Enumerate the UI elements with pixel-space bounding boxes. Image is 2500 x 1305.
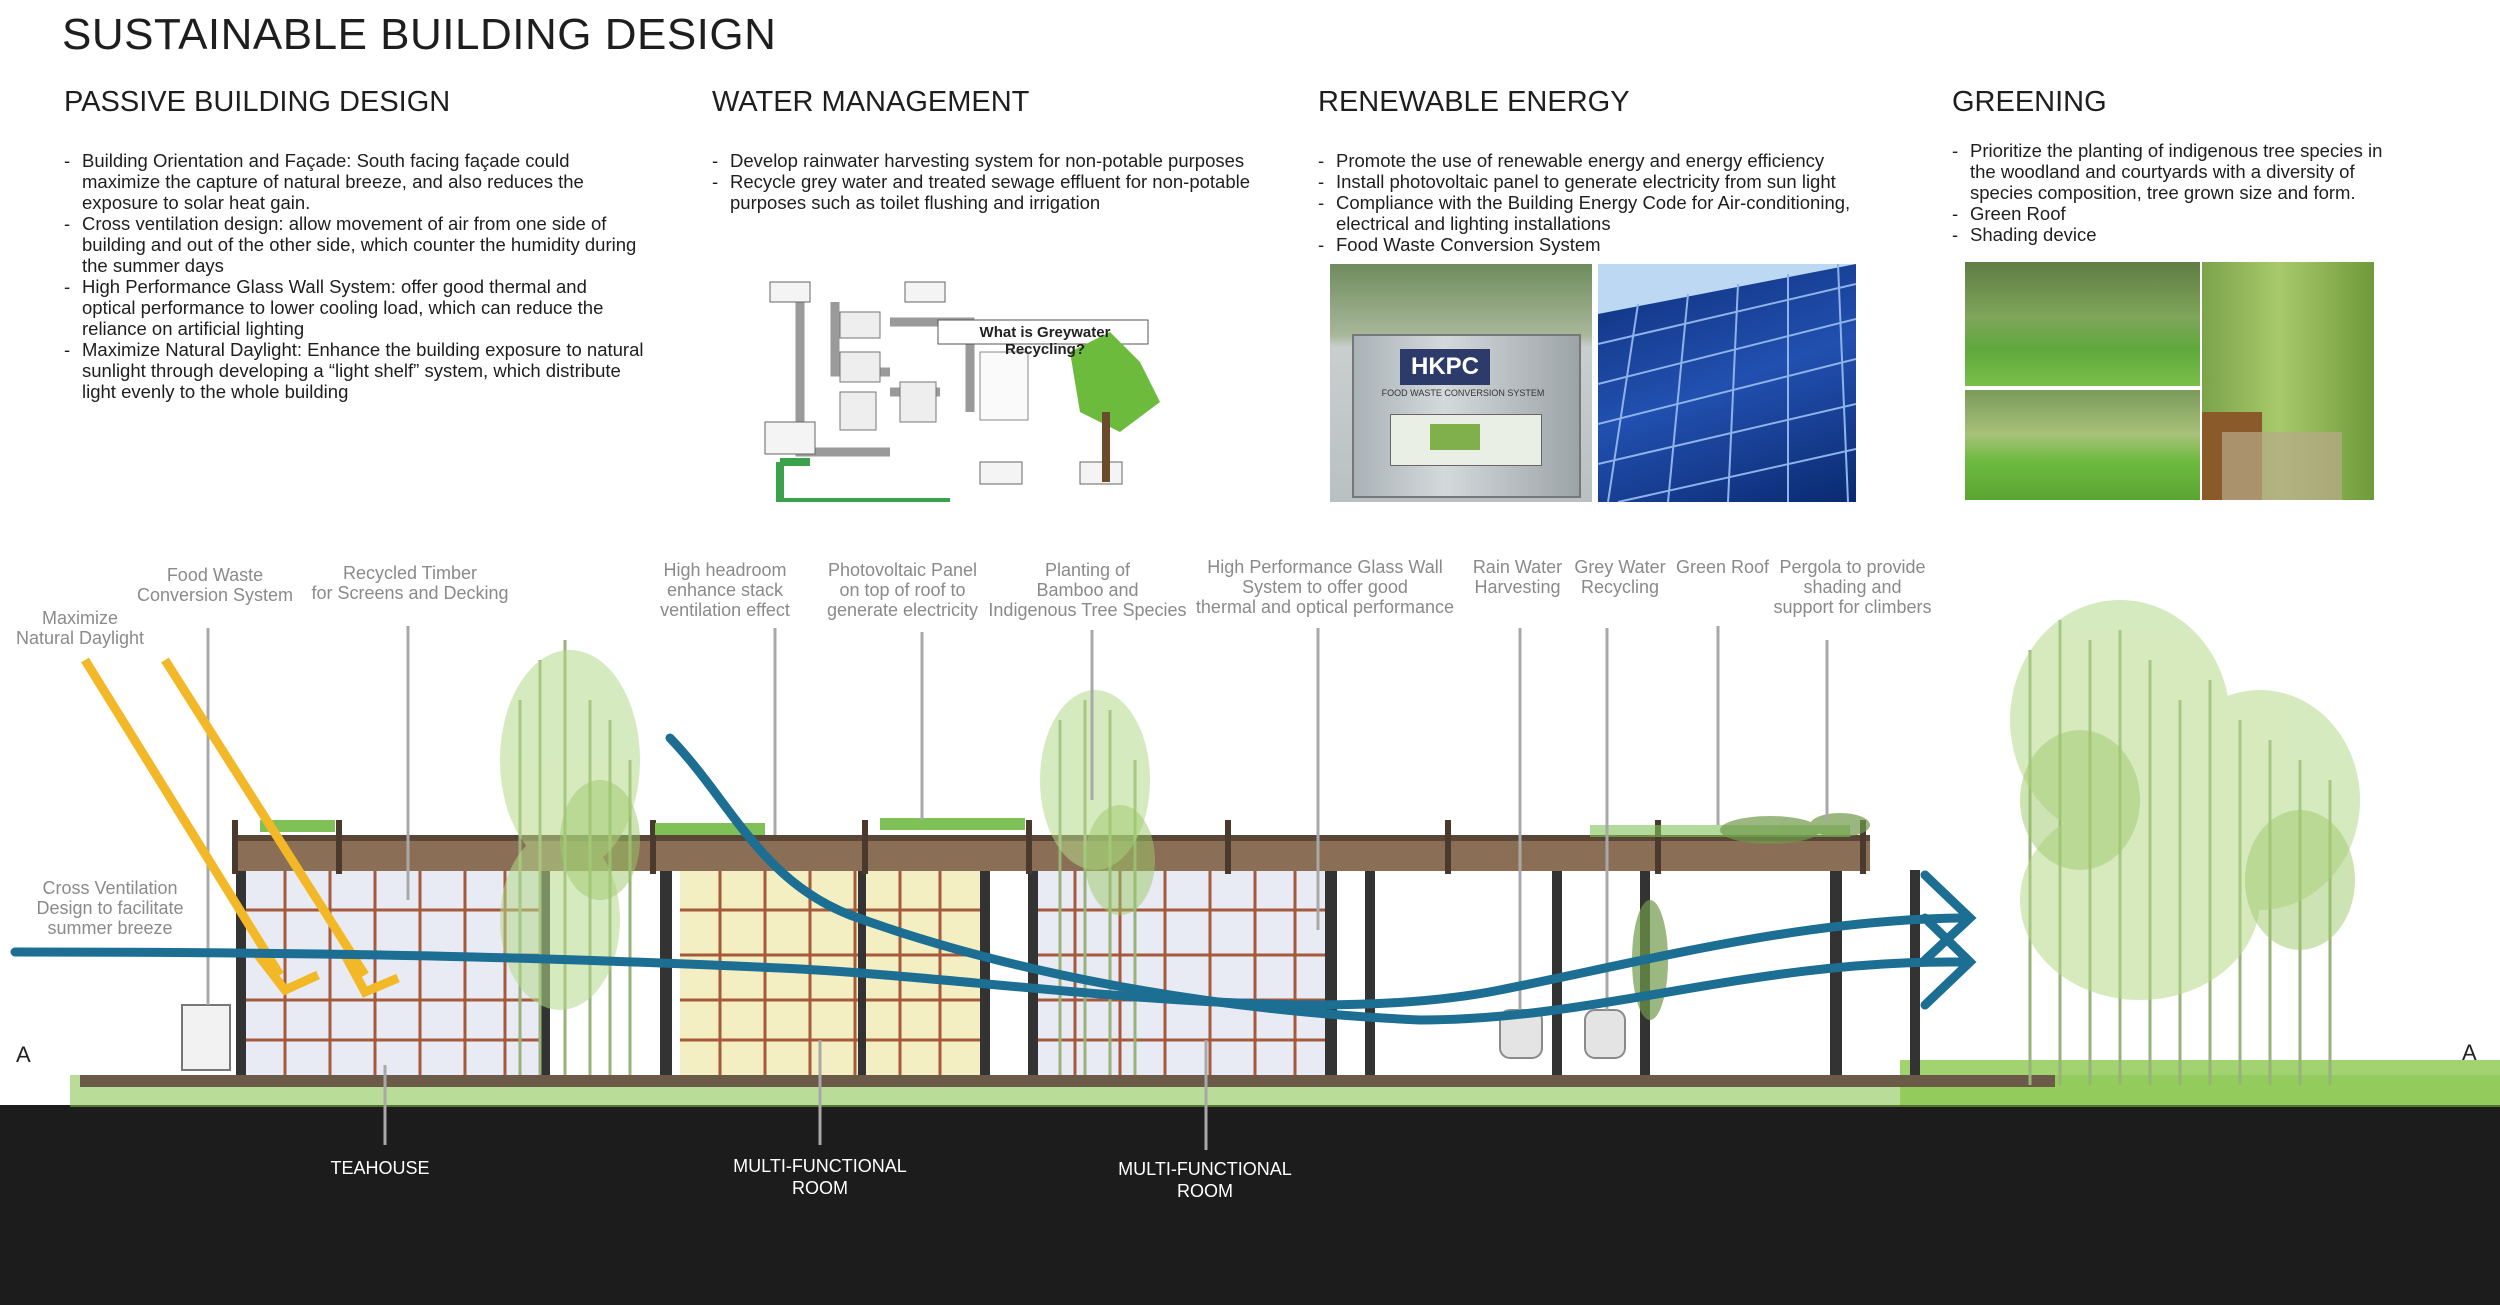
room-label-teahouse: TEAHOUSE xyxy=(330,1158,430,1178)
list-item: Maximize Natural Daylight: Enhance the b… xyxy=(64,339,644,402)
list-item: Green Roof xyxy=(1952,203,2397,224)
page-title: SUSTAINABLE BUILDING DESIGN xyxy=(62,10,777,59)
renewable-energy-list: Promote the use of renewable energy and … xyxy=(1318,150,1878,255)
water-management-list: Develop rainwater harvesting system for … xyxy=(712,150,1272,213)
multifunctional-room-2 xyxy=(1028,870,1375,1075)
label-bamboo-planting: Planting of Bamboo and Indigenous Tree S… xyxy=(988,560,1187,620)
list-item: Install photovoltaic panel to generate e… xyxy=(1318,171,1878,192)
label-natural-daylight: Maximize Natural Daylight xyxy=(15,608,145,648)
list-item: Food Waste Conversion System xyxy=(1318,234,1878,255)
food-waste-unit xyxy=(181,1004,231,1071)
list-item: Shading device xyxy=(1952,224,2397,245)
greening-list: Prioritize the planting of indigenous tr… xyxy=(1952,140,2397,245)
leader-lines xyxy=(206,626,1829,1150)
section-mark-right: A xyxy=(2462,1040,2477,1065)
machine-caption: FOOD WASTE CONVERSION SYSTEM xyxy=(1381,388,1545,398)
label-photovoltaic: Photovoltaic Panel on top of roof to gen… xyxy=(826,560,979,620)
greywater-diagram-title: What is Greywater Recycling? xyxy=(979,324,1111,358)
label-glass-wall: High Performance Glass Wall System to of… xyxy=(1195,557,1455,617)
bamboo-plants xyxy=(500,600,2360,1085)
roof xyxy=(232,820,1870,874)
label-rain-water: Rain Water Harvesting xyxy=(1472,557,1563,597)
label-pergola: Pergola to provide shading and support f… xyxy=(1773,557,1932,617)
bamboo-garden-photo xyxy=(2202,262,2374,500)
label-recycled-timber: Recycled Timber for Screens and Decking xyxy=(311,563,509,603)
sunlight-arrows xyxy=(81,657,400,998)
heading-greening: GREENING xyxy=(1952,86,2107,118)
teahouse-building xyxy=(236,870,550,1075)
list-item: Cross ventilation design: allow movement… xyxy=(64,213,644,276)
list-item: Prioritize the planting of indigenous tr… xyxy=(1952,140,2397,203)
deck-platform xyxy=(80,1075,2055,1087)
room-label-multifunctional-1: MULTI-FUNCTIONAL ROOM xyxy=(733,1156,907,1198)
list-item: High Performance Glass Wall System: offe… xyxy=(64,276,644,339)
woodland-photo xyxy=(1965,262,2200,386)
label-food-waste: Food Waste Conversion System xyxy=(136,565,294,605)
water-tanks xyxy=(1499,1009,1626,1059)
list-item: Building Orientation and Façade: South f… xyxy=(64,150,644,213)
airflow-arrows xyxy=(10,733,1977,1025)
section-mark-left: A xyxy=(16,1042,31,1067)
list-item: Compliance with the Building Energy Code… xyxy=(1318,192,1878,234)
label-grey-water: Grey Water Recycling xyxy=(1574,557,1666,597)
list-item: Recycle grey water and treated sewage ef… xyxy=(712,171,1272,213)
label-high-headroom: High headroom enhance stack ventilation … xyxy=(660,560,790,620)
room-label-multifunctional-2: MULTI-FUNCTIONAL ROOM xyxy=(1118,1159,1292,1201)
label-green-roof: Green Roof xyxy=(1675,557,1770,577)
heading-renewable-energy: RENEWABLE ENERGY xyxy=(1318,86,1630,118)
ground xyxy=(0,1105,2500,1305)
heading-water-management: WATER MANAGEMENT xyxy=(712,86,1030,118)
list-item: Develop rainwater harvesting system for … xyxy=(712,150,1272,171)
label-cross-ventilation: Cross Ventilation Design to facilitate s… xyxy=(36,878,184,938)
passive-design-list: Building Orientation and Façade: South f… xyxy=(64,150,644,402)
hkpc-logo: HKPC xyxy=(1400,349,1490,385)
list-item: Promote the use of renewable energy and … xyxy=(1318,150,1878,171)
lawn-photo xyxy=(1965,390,2200,500)
food-waste-machine-photo: HKPC FOOD WASTE CONVERSION SYSTEM xyxy=(1330,264,1592,502)
greywater-diagram: What is Greywater Recycling? xyxy=(740,262,1180,502)
heading-passive-design: PASSIVE BUILDING DESIGN xyxy=(64,86,451,118)
solar-panel-photo xyxy=(1598,264,1856,502)
